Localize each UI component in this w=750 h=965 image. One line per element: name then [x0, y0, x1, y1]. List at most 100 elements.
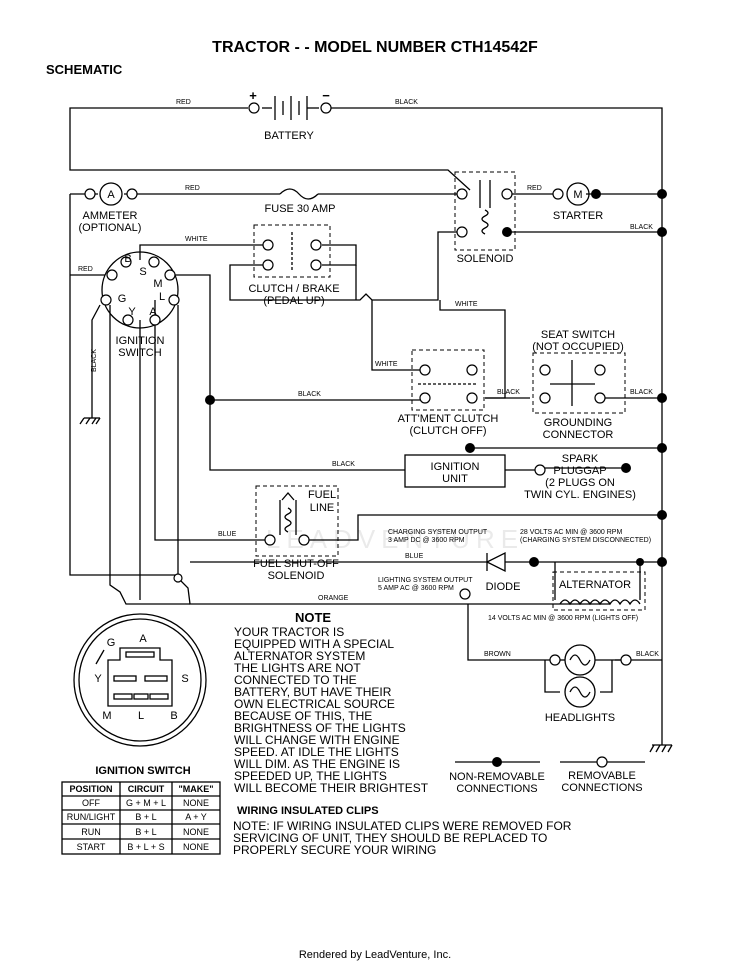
note-line: BRIGHTNESS OF THE LIGHTS [234, 721, 406, 735]
clutch-brake-switch: CLUTCH / BRAKE (PEDAL UP) [248, 224, 340, 307]
note-line: EQUIPPED WITH A SPECIAL [234, 637, 394, 651]
plug-pin-y: Y [94, 673, 102, 685]
table-cell: B + L [135, 812, 156, 822]
lighting-output-1: LIGHTING SYSTEM OUTPUT [378, 577, 473, 584]
table-cell: START [77, 842, 106, 852]
ignition-switch: B S M G L Y A IGNITION SWITCH [100, 251, 180, 359]
starter-symbol: M [573, 189, 582, 201]
table-header: POSITION [69, 784, 112, 794]
wire-red-ign: RED [78, 266, 93, 273]
output-annotations: CHARGING SYSTEM OUTPUT 3 AMP DC @ 3600 R… [378, 529, 651, 622]
table-cell: G + M + L [126, 798, 166, 808]
note-line: WILL BECOME THEIR BRIGHTEST [234, 781, 429, 795]
wire-black-head: BLACK [636, 651, 659, 658]
page-title: TRACTOR - - MODEL NUMBER CTH14542F [212, 39, 538, 56]
table-cell: B + L [135, 827, 156, 837]
table-header: "MAKE" [178, 784, 213, 794]
note-line: OWN ELECTRICAL SOURCE [234, 697, 395, 711]
ammeter-symbol: A [107, 189, 115, 201]
clutch-brake-note: (PEDAL UP) [263, 295, 324, 307]
note-line: THE LIGHTS ARE NOT [234, 661, 361, 675]
seat-switch: SEAT SWITCH (NOT OCCUPIED) GROUNDING CON… [532, 329, 626, 441]
table-cell: RUN/LIGHT [67, 812, 116, 822]
ign-terminal-m: M [153, 278, 162, 290]
battery-plus: + [249, 88, 257, 103]
wire-orange: ORANGE [318, 595, 349, 602]
solenoid: SOLENOID [454, 171, 516, 265]
solenoid-label: SOLENOID [457, 253, 514, 265]
starter-label: STARTER [553, 210, 603, 222]
wire-blue-diode: BLUE [405, 553, 424, 560]
wire-red-top: RED [176, 99, 191, 106]
attachment-clutch-switch: ATT'MENT CLUTCH (CLUTCH OFF) [398, 349, 499, 437]
fuel-shutoff-solenoid: FUEL LINE FUEL SHUT-OFF SOLENOID [253, 485, 339, 582]
legend-non-removable-2: CONNECTIONS [456, 783, 537, 795]
note-line: WILL CHANGE WITH ENGINE [234, 733, 400, 747]
volts14: 14 VOLTS AC MIN @ 3600 RPM (LIGHTS OFF) [488, 615, 638, 622]
ignition-unit-label: IGNITION [431, 461, 480, 473]
note-line: ALTERNATOR SYSTEM [234, 649, 365, 663]
grounding-label-2: CONNECTOR [543, 429, 614, 441]
note-heading: NOTE [295, 610, 331, 625]
ign-terminal-b: B [124, 253, 131, 265]
ign-terminal-s: S [139, 266, 146, 278]
wire-black-unit: BLACK [332, 461, 355, 468]
charging-output-1: CHARGING SYSTEM OUTPUT [388, 529, 488, 536]
wire-black-att2: BLACK [497, 389, 520, 396]
wire-black-att: BLACK [298, 391, 321, 398]
diode: DIODE [485, 551, 539, 593]
ignition-switch-label-2: SWITCH [118, 347, 161, 359]
connection-legend: NON-REMOVABLE CONNECTIONS REMOVABLE CONN… [449, 756, 645, 795]
volts28-2: (CHARGING SYSTEM DISCONNECTED) [520, 537, 651, 544]
fuel-solenoid-label-2: SOLENOID [268, 570, 325, 582]
plug-pin-g: G [107, 637, 116, 649]
battery-negative-terminal [320, 102, 332, 114]
plug-pin-s: S [181, 673, 188, 685]
spark-label-3: (2 PLUGS ON [545, 477, 615, 489]
ign-terminal-a: A [149, 306, 157, 318]
wiring-clips-note: WIRING INSULATED CLIPS NOTE: IF WIRING I… [233, 805, 572, 857]
clutch-brake-label: CLUTCH / BRAKE [248, 283, 339, 295]
ignition-unit-label-2: UNIT [442, 473, 468, 485]
wire-black-seat: BLACK [630, 389, 653, 396]
plug-pin-m: M [102, 710, 111, 722]
plug-pin-b: B [170, 710, 177, 722]
table-cell: B + L + S [127, 842, 164, 852]
spark-label-4: TWIN CYL. ENGINES) [524, 489, 636, 501]
ammeter: A AMMETER (OPTIONAL) [79, 182, 142, 234]
attment-clutch-note: (CLUTCH OFF) [410, 425, 487, 437]
wire-white-1: WHITE [185, 236, 208, 243]
battery-minus: − [322, 88, 330, 103]
wire-white-2: WHITE [455, 301, 478, 308]
ign-terminal-g: G [118, 293, 127, 305]
wire-black-top: BLACK [395, 99, 418, 106]
table-cell: A + Y [185, 812, 207, 822]
plug-title: IGNITION SWITCH [95, 765, 190, 777]
legend-removable-1: REMOVABLE [568, 770, 636, 782]
wires [69, 107, 673, 753]
plug-pin-l: L [138, 710, 144, 722]
wire-color-labels: RED BLACK RED RED BLACK WHITE WHITE WHIT… [78, 99, 659, 658]
footer-credit: Rendered by LeadVenture, Inc. [299, 949, 451, 961]
ignition-switch-table: POSITION CIRCUIT "MAKE" OFF G + M + L NO… [61, 781, 221, 855]
note-line: WILL DIM. AS THE ENGINE IS [234, 757, 400, 771]
charging-output-2: 3 AMP DC @ 3600 RPM [388, 537, 465, 544]
wire-black-solenoid: BLACK [630, 224, 653, 231]
non-removable-symbol [492, 757, 502, 767]
alternator: ALTERNATOR [552, 571, 646, 611]
fuel-line-label-2: LINE [310, 502, 334, 514]
alternator-label: ALTERNATOR [559, 579, 631, 591]
starter-motor: M STARTER [552, 182, 603, 222]
note-line: CONNECTED TO THE [234, 673, 357, 687]
ign-terminal-l: L [159, 291, 165, 303]
wire-red-ammeter: RED [185, 185, 200, 192]
attment-clutch-label: ATT'MENT CLUTCH [398, 413, 499, 425]
fuse-label: FUSE 30 AMP [265, 203, 336, 215]
ignition-plug-diagram: G A Y S M L B IGNITION SWITCH [73, 613, 207, 777]
ammeter-note: (OPTIONAL) [79, 222, 142, 234]
alternator-note: NOTE YOUR TRACTOR IS EQUIPPED WITH A SPE… [234, 610, 429, 795]
junction-dots [173, 189, 667, 600]
seat-switch-label: SEAT SWITCH [541, 329, 615, 341]
plug-pin-a: A [139, 633, 147, 645]
